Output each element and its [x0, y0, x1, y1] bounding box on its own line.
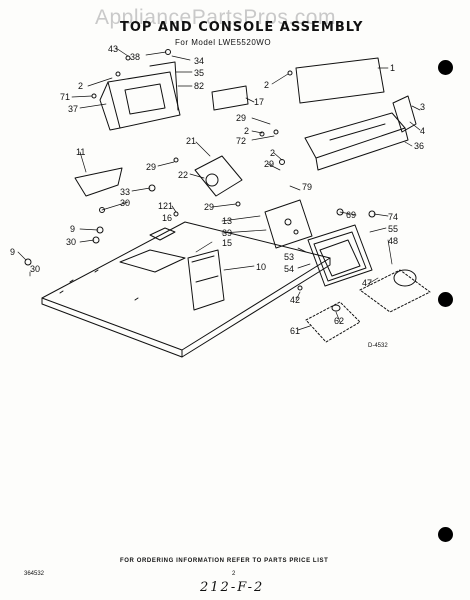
- callout-35: 35: [194, 68, 204, 78]
- callout-17: 17: [254, 97, 264, 107]
- callout-10: 10: [256, 262, 266, 272]
- callout-21: 21: [186, 136, 196, 146]
- callout-71: 71: [60, 92, 70, 102]
- end-cap-drawing: [392, 95, 417, 133]
- callout-15: 15: [222, 238, 232, 248]
- callout-43: 43: [108, 44, 118, 54]
- callout-29: 29: [236, 113, 246, 123]
- callout-36: 36: [414, 141, 424, 151]
- control-board-drawing: [264, 199, 313, 249]
- binder-hole-middle: [438, 292, 453, 307]
- callout-29: 29: [204, 202, 214, 212]
- binder-hole-top: [438, 60, 453, 75]
- callout-16: 16: [162, 213, 172, 223]
- callout-2: 2: [264, 80, 269, 90]
- page-number: 2: [232, 571, 236, 577]
- callout-74: 74: [388, 212, 398, 222]
- handwritten-note: 212-F-2: [200, 580, 265, 595]
- callout-4: 4: [420, 126, 425, 136]
- callout-34: 34: [194, 56, 204, 66]
- callout-82: 82: [194, 81, 204, 91]
- callout-29: 29: [264, 159, 274, 169]
- callout-1: 1: [390, 63, 395, 73]
- callout-69: 69: [346, 210, 356, 220]
- callout-30: 30: [66, 237, 76, 247]
- small-knob-drawing: [305, 301, 361, 343]
- callout-38: 38: [130, 52, 140, 62]
- callout-79: 79: [302, 182, 312, 192]
- callout-9: 9: [70, 224, 75, 234]
- bracket-drawing: [211, 85, 249, 111]
- callout-121: 121: [158, 201, 173, 211]
- callout-2: 2: [78, 81, 83, 91]
- callout-22: 22: [178, 170, 188, 180]
- callout-48: 48: [388, 236, 398, 246]
- ordering-info-note: FOR ORDERING INFORMATION REFER TO PARTS …: [120, 558, 329, 564]
- model-subtitle: For Model LWE5520WO: [175, 38, 272, 47]
- callout-39: 39: [222, 228, 232, 238]
- lint-duct-drawing: [187, 249, 225, 311]
- callout-62: 62: [334, 316, 344, 326]
- document-code: 364532: [24, 571, 45, 577]
- callout-3: 3: [420, 102, 425, 112]
- callout-2: 2: [244, 126, 249, 136]
- knob-drawing: [359, 269, 431, 313]
- top-panel-drawing: [41, 221, 331, 358]
- callout-33: 33: [120, 187, 130, 197]
- leader-lines: [17, 47, 421, 331]
- console-panel-drawing: [304, 112, 409, 171]
- callout-30: 30: [120, 198, 130, 208]
- callout-55: 55: [388, 224, 398, 234]
- binder-hole-bottom: [438, 527, 453, 542]
- callout-42: 42: [290, 295, 300, 305]
- callout-47: 47: [362, 278, 372, 288]
- callout-30: 30: [30, 264, 40, 274]
- callout-54: 54: [284, 264, 294, 274]
- console-housing-drawing: [99, 61, 181, 131]
- callout-61: 61: [290, 326, 300, 336]
- door-frame-drawing: [307, 224, 373, 287]
- callout-53: 53: [284, 252, 294, 262]
- callout-13: 13: [222, 216, 232, 226]
- diagram-code: D-4532: [368, 343, 388, 349]
- diagram-title: TOP AND CONSOLE ASSEMBLY: [120, 20, 364, 35]
- cover-drawing: [74, 167, 123, 197]
- callout-72: 72: [236, 136, 246, 146]
- callout-labels: 43 38 34 35 82 2 17 71 37 2 1 3 4 29 2 7…: [10, 44, 425, 336]
- callout-29: 29: [146, 162, 156, 172]
- watermark: AppliancePartsPros.com: [95, 6, 336, 29]
- timer-drawing: [194, 155, 243, 197]
- callout-2: 2: [270, 148, 275, 158]
- callout-37: 37: [68, 104, 78, 114]
- console-glass-drawing: [295, 57, 385, 104]
- callout-9: 9: [10, 247, 15, 257]
- callout-11: 11: [76, 147, 85, 157]
